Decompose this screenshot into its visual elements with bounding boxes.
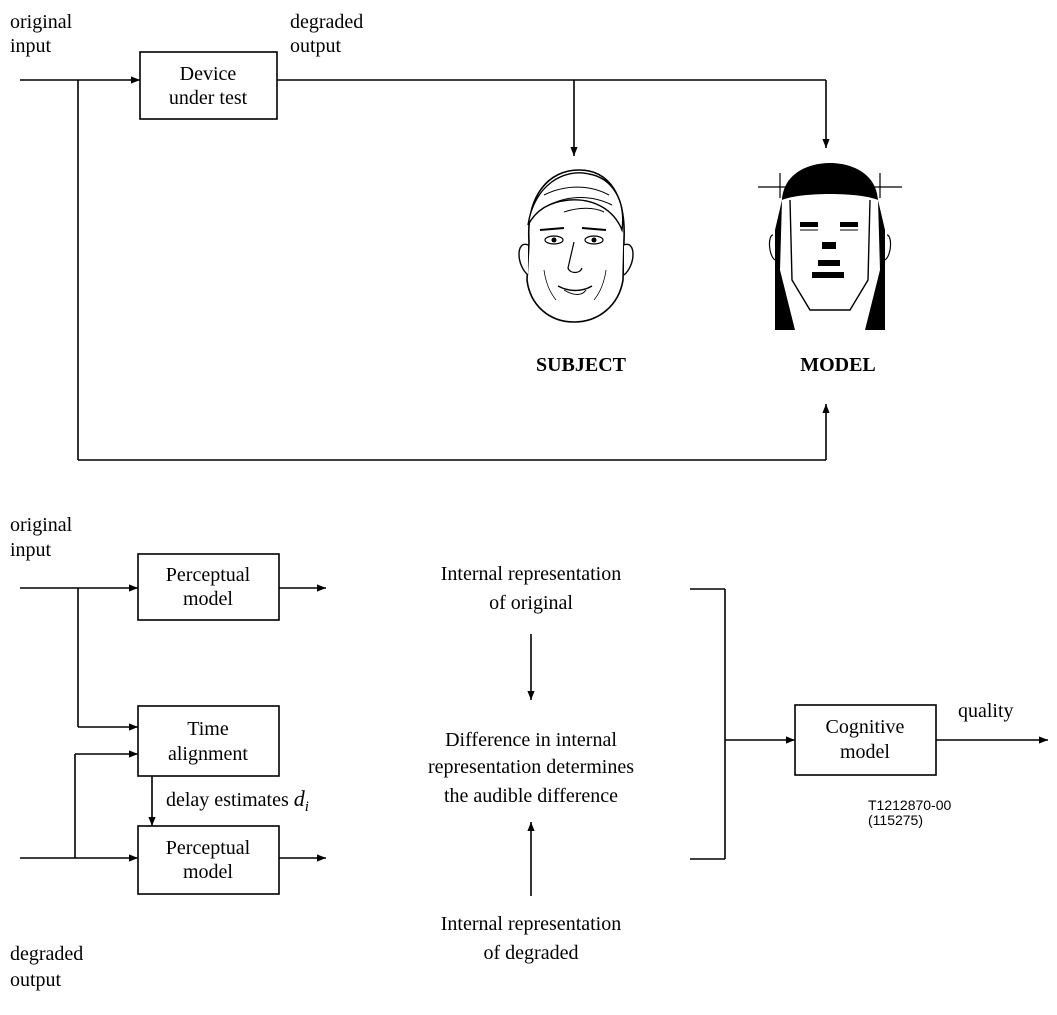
top-output-label-1: degraded <box>290 11 363 33</box>
cognitive-label-1: Cognitive <box>826 716 905 738</box>
difference-label-3: the audible difference <box>444 785 618 807</box>
difference-label-1: Difference in internal <box>445 729 617 751</box>
time-alignment-label-1: Time <box>187 718 229 740</box>
internal-degraded-label-2: of degraded <box>484 942 579 964</box>
perceptual-bottom-label-1: Perceptual <box>166 837 251 859</box>
top-output-label-2: output <box>290 35 342 57</box>
time-alignment-label-2: alignment <box>168 743 248 765</box>
perceptual-top-label-2: model <box>183 588 233 610</box>
robot-face-icon <box>758 163 902 330</box>
dut-label-1: Device <box>180 63 237 85</box>
top-input-label-2: input <box>10 35 52 57</box>
cognitive-label-2: model <box>840 741 890 763</box>
subject-label: SUBJECT <box>536 354 627 376</box>
figure-id-1: T1212870-00 <box>868 797 952 813</box>
bottom-degraded-label-1: degraded <box>10 943 83 965</box>
bottom-degraded-label-2: output <box>10 969 62 991</box>
figure-id-2: (115275) <box>868 812 923 828</box>
perceptual-model-top-box <box>137 553 280 621</box>
perceptual-model-bottom-box <box>137 825 280 895</box>
bottom-input-label-1: original <box>10 514 73 536</box>
quality-label: quality <box>958 700 1014 722</box>
model-label: MODEL <box>800 354 876 376</box>
internal-original-label-1: Internal representation <box>441 563 621 585</box>
bottom-input-label-2: input <box>10 539 52 561</box>
perceptual-top-label-1: Perceptual <box>166 564 251 586</box>
top-diagram: original input Device under test degrade… <box>10 11 902 461</box>
internal-degraded-label-1: Internal representation <box>441 913 621 935</box>
internal-original-label-2: of original <box>489 592 573 614</box>
perceptual-bottom-label-2: model <box>183 861 233 883</box>
difference-label-2: representation determines <box>428 756 634 778</box>
dut-label-2: under test <box>169 87 248 109</box>
device-under-test-box <box>139 51 278 120</box>
delay-estimates-label: delay estimates di <box>166 786 309 815</box>
time-alignment-box <box>137 705 280 777</box>
human-face-icon <box>518 169 634 323</box>
bottom-diagram: original input Perceptual model Time ali… <box>10 514 1048 991</box>
top-input-label-1: original <box>10 11 73 33</box>
